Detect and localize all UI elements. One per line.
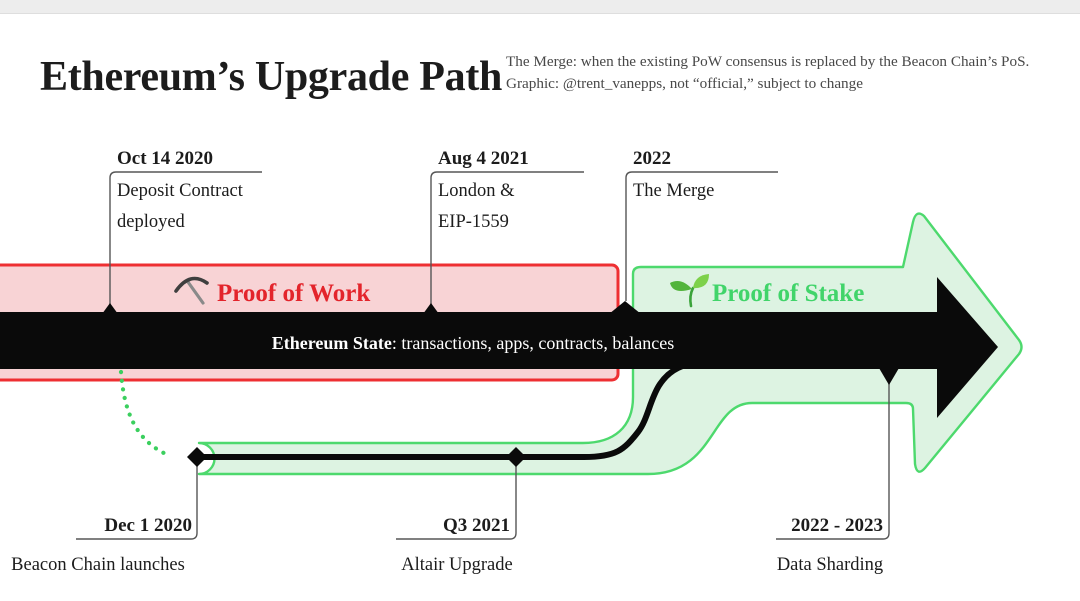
event-desc: Beacon Chain launches — [11, 555, 185, 575]
subtitle-line-1: The Merge: when the existing PoW consens… — [506, 53, 1029, 70]
callout-line-altair — [396, 464, 517, 540]
ethereum-state-label: Ethereum State: transactions, apps, cont… — [272, 333, 675, 353]
event-date: 2022 — [633, 148, 671, 169]
event-desc-line: EIP-1559 — [438, 212, 509, 232]
altair-diamond — [506, 447, 526, 467]
callout-arrowhead-london — [423, 303, 439, 314]
top-bar — [0, 0, 1080, 13]
event-data-sharding: 2022 - 2023 Data Sharding — [777, 515, 883, 575]
pos-label: Proof of Stake — [712, 280, 864, 307]
pickaxe-head — [174, 276, 209, 293]
callout-lines — [76, 171, 890, 540]
event-desc: Data Sharding — [777, 555, 883, 575]
event-desc-line: The Merge — [633, 181, 714, 201]
event-date: 2022 - 2023 — [791, 515, 883, 536]
ethereum-state-arrow — [0, 277, 998, 418]
ethereum-state-label-bold: Ethereum State — [272, 333, 392, 353]
page-title: Ethereum’s Upgrade Path — [40, 54, 502, 100]
event-date: Aug 4 2021 — [438, 148, 529, 169]
top-event-labels: Oct 14 2020 Deposit Contract deployed Au… — [117, 148, 714, 232]
seedling-stem — [689, 286, 695, 308]
seedling-leaf-left — [670, 281, 692, 291]
seedling-leaf-right — [693, 274, 709, 289]
bottom-event-labels: Dec 1 2020 Beacon Chain launches Q3 2021… — [11, 515, 883, 575]
seedling-icon — [670, 274, 709, 308]
event-desc-line: deployed — [117, 212, 186, 232]
event-deposit-contract: Oct 14 2020 Deposit Contract deployed — [117, 148, 244, 232]
event-beacon-chain: Dec 1 2020 Beacon Chain launches — [11, 515, 192, 575]
merge-wedge-marker — [609, 301, 641, 314]
subtitle-line-2: Graphic: @trent_vanepps, not “official,”… — [506, 75, 863, 92]
callout-arrowheads — [102, 303, 439, 314]
ethereum-state-label-rest: : transactions, apps, contracts, balance… — [392, 333, 674, 353]
pos-label-group: Proof of Stake — [670, 274, 864, 308]
pickaxe-icon — [174, 276, 209, 305]
callout-arrowhead-deposit — [102, 303, 118, 314]
event-the-merge: 2022 The Merge — [633, 148, 714, 201]
ethereum-state-arrow-body — [0, 277, 998, 418]
sharding-wedge-marker — [879, 368, 899, 385]
pickaxe-handle — [186, 280, 205, 305]
event-date: Dec 1 2020 — [104, 515, 192, 536]
beacon-launch-dotted-curve — [118, 369, 171, 458]
pos-region-shape — [197, 212, 1023, 476]
event-date: Oct 14 2020 — [117, 148, 213, 169]
beacon-launch-diamond — [187, 447, 207, 467]
event-date: Q3 2021 — [443, 515, 510, 536]
callout-line-beacon-chain — [76, 464, 198, 540]
callout-line-deposit-contract — [109, 171, 262, 305]
event-desc-line: Deposit Contract — [117, 181, 244, 201]
event-london-eip1559: Aug 4 2021 London & EIP-1559 — [438, 148, 529, 232]
callout-line-sharding — [776, 382, 890, 540]
pow-label: Proof of Work — [217, 280, 370, 307]
callout-line-london — [430, 171, 584, 305]
event-desc-line: London & — [438, 181, 515, 201]
event-desc: Altair Upgrade — [401, 555, 512, 575]
pow-label-group: Proof of Work — [174, 276, 370, 307]
event-altair: Q3 2021 Altair Upgrade — [401, 515, 512, 575]
callout-line-merge — [625, 171, 778, 301]
